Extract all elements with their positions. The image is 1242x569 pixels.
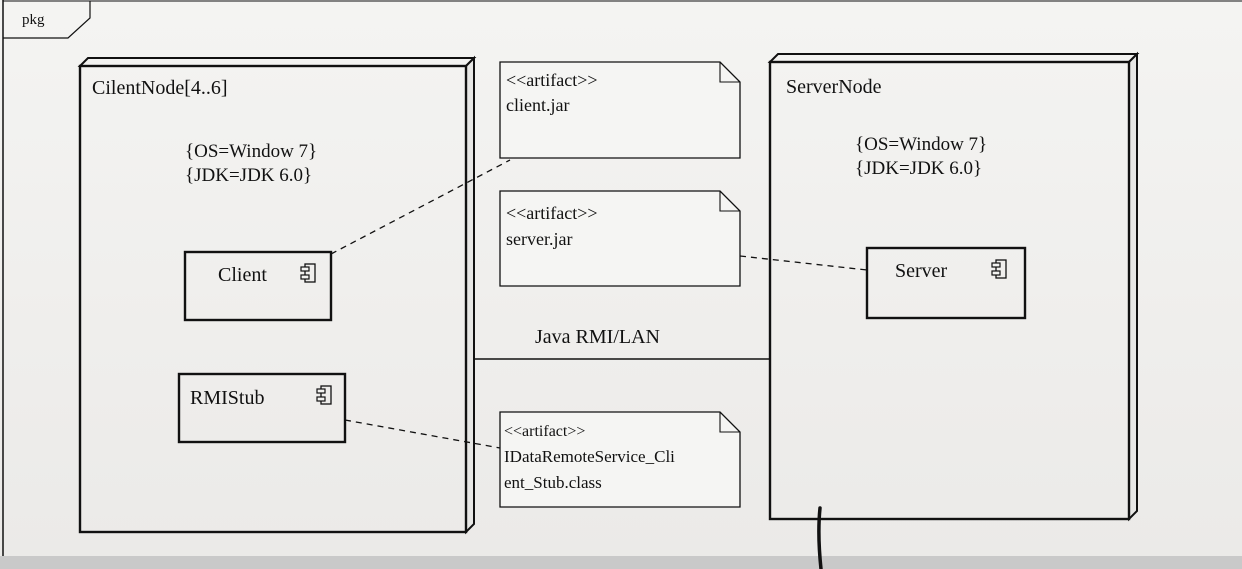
artifact-client-jar: <<artifact>> client.jar (499, 61, 741, 159)
artifact-client-jar-name: client.jar (506, 95, 569, 115)
artifact-stub-class: <<artifact>> IDataRemoteService_Cli ent_… (499, 411, 741, 508)
package-frame: pkg (2, 0, 1242, 556)
component-icon (300, 263, 316, 283)
rmistub-component-label: RMIStub (190, 387, 264, 409)
client-node: CilentNode[4..6] {OS=Window 7} {JDK=JDK … (77, 55, 477, 535)
artifact-server-jar: <<artifact>> server.jar (499, 190, 741, 287)
artifact-server-jar-stereotype: <<artifact>> (506, 203, 598, 223)
component-icon (991, 259, 1007, 279)
server-node-title: ServerNode (786, 76, 882, 98)
client-component-label: Client (218, 264, 267, 286)
frame-label: pkg (22, 12, 45, 28)
server-component: Server (865, 246, 1027, 320)
link-server-jar-to-server (739, 255, 868, 271)
artifact-stub-name-line1: IDataRemoteService_Cli (504, 447, 675, 466)
manifest-links (330, 159, 868, 449)
client-node-property-jdk: {JDK=JDK 6.0} (185, 165, 312, 186)
server-node-property-jdk: {JDK=JDK 6.0} (855, 158, 982, 179)
link-client-to-client-jar (330, 159, 511, 255)
server-node-property-os: {OS=Window 7} (855, 134, 987, 155)
artifact-stub-stereotype: <<artifact>> (504, 423, 585, 440)
communication-path: Java RMI/LAN (474, 326, 770, 360)
pen-stroke (817, 506, 823, 569)
component-icon (316, 385, 332, 405)
client-component: Client (183, 250, 333, 322)
artifact-client-jar-stereotype: <<artifact>> (506, 70, 598, 90)
artifact-server-jar-name: server.jar (506, 229, 572, 249)
bottom-strip (0, 556, 1242, 569)
server-node: ServerNode {OS=Window 7} {JDK=JDK 6.0} (767, 51, 1140, 522)
rmistub-component: RMIStub (177, 372, 347, 444)
artifact-stub-name-line2: ent_Stub.class (504, 473, 602, 492)
communication-path-label: Java RMI/LAN (535, 326, 660, 348)
link-rmistub-to-stub-class (344, 419, 501, 449)
client-node-title: CilentNode[4..6] (92, 77, 228, 99)
client-node-property-os: {OS=Window 7} (185, 141, 317, 162)
server-component-label: Server (895, 260, 948, 282)
